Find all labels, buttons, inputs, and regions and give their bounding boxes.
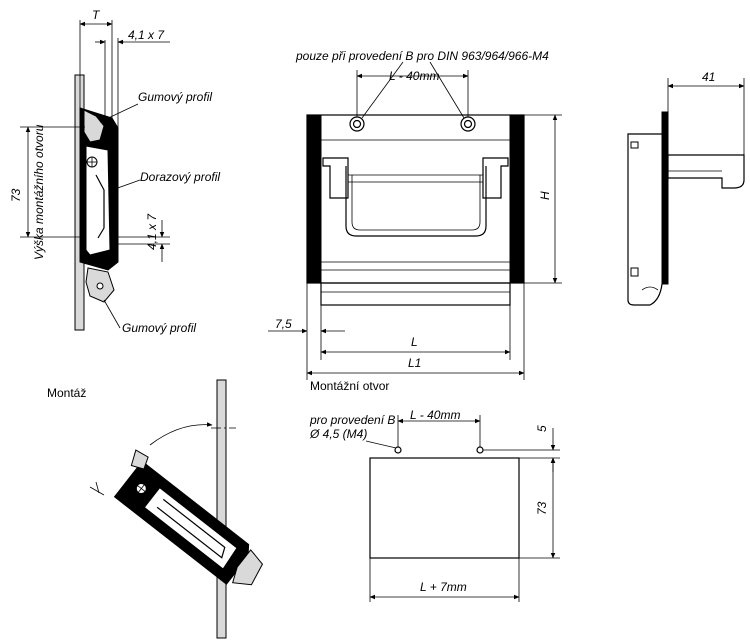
screw-hole-left: [349, 116, 365, 132]
screw-hole-right: [460, 116, 476, 132]
montaz-panel: [216, 379, 227, 639]
handle-grip: [95, 174, 105, 239]
rotation-arrow: [149, 422, 213, 446]
left-rubber-strip: [306, 114, 322, 284]
dim-73-right-label: 73: [535, 501, 549, 515]
montaz-label: Montáž: [47, 386, 86, 400]
montaz-view: Montáž: [47, 379, 264, 639]
pro-provedeni-label: pro provedení B: [309, 413, 395, 427]
l40-top-label: L - 40mm: [389, 69, 439, 83]
right-rubber-strip: [509, 114, 525, 284]
l40-bottom-label: L - 40mm: [410, 408, 460, 422]
vyska-label: Výška montážního otvoru: [32, 124, 46, 260]
montaz-rubber-top: [130, 449, 149, 470]
gumovy-profil-bottom-label: Gumový profil: [122, 321, 196, 335]
side-section-view: T 4,1 x 7 Gumový profil Dorazový profil …: [9, 8, 220, 335]
side-plate: [661, 111, 669, 285]
dim-l-label: L: [411, 335, 418, 349]
dim-75-label: 7,5: [275, 317, 292, 331]
cutout-hole-right: [476, 446, 484, 454]
handle-grip-front: [345, 166, 487, 237]
front-lip: [320, 282, 511, 306]
dim-h-label: H: [538, 191, 552, 200]
montazni-otvor-label: Montážní otvor: [310, 379, 389, 393]
diam-label: Ø 4,5 (M4): [309, 427, 367, 441]
side-handle: [667, 154, 745, 189]
front-view: L - 40mm pouze při provedení B pro DIN 9…: [268, 49, 562, 380]
side-body: [627, 133, 663, 306]
dim-41-label: 41: [702, 70, 715, 84]
handle-bracket-right: [482, 157, 509, 199]
rubber-profile-top: [83, 109, 105, 143]
side-view-right: 41: [627, 70, 745, 306]
dorazovy-profil-label: Dorazový profil: [140, 170, 220, 184]
pouze-label: pouze při provedení B pro DIN 963/964/96…: [295, 49, 549, 63]
dim-slot-top-label: 4,1 x 7: [128, 28, 165, 42]
dim-l1-label: L1: [408, 356, 421, 370]
dim-slot-mid-label: 4,1 x 7: [145, 213, 159, 250]
cutout-rect: [369, 457, 520, 559]
montaz-rubber-bottom: [232, 549, 264, 586]
handle-bracket-left: [322, 157, 349, 199]
dim-73-left-label: 73: [9, 188, 23, 202]
dim-t-label: T: [92, 8, 101, 22]
dim-5-label: 5: [535, 425, 549, 432]
cutout-view: Montážní otvor L - 40mm pro provedení B …: [309, 379, 560, 602]
l7-label: L + 7mm: [420, 580, 467, 594]
gumovy-profil-top-label: Gumový profil: [138, 90, 212, 104]
